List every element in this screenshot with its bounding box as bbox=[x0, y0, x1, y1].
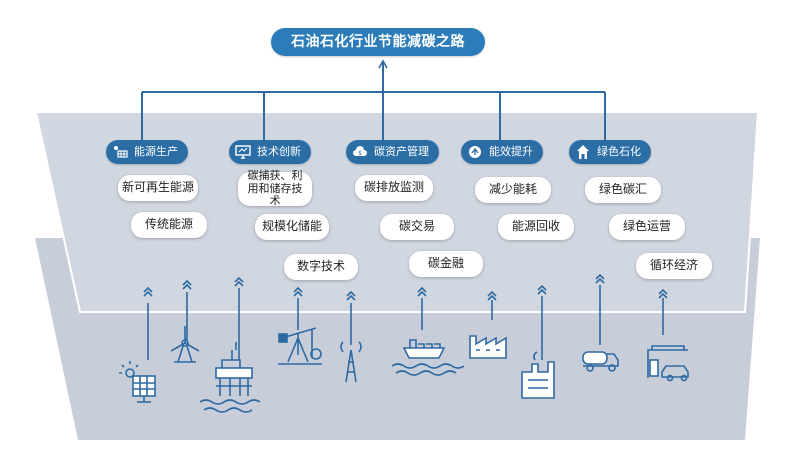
solar-panel-icon bbox=[114, 146, 128, 158]
arrow-up-icon bbox=[378, 59, 388, 69]
category-energy-production: 能源生产 bbox=[106, 140, 188, 164]
oil-derrick-icon bbox=[340, 341, 362, 383]
item-digital-tech: 数字技术 bbox=[284, 254, 358, 280]
tanker-ship-icon bbox=[402, 339, 446, 359]
category-tech-innovation: 技术创新 bbox=[229, 140, 311, 164]
gas-station-icon bbox=[647, 345, 689, 382]
solar-panel-icon bbox=[119, 361, 156, 403]
category-label: 能效提升 bbox=[489, 145, 533, 158]
item-large-scale-storage: 规模化储能 bbox=[255, 214, 329, 240]
item-traditional-energy: 传统能源 bbox=[131, 212, 207, 238]
wind-turbine-icon bbox=[170, 326, 200, 363]
category-green-petrochem: 绿色石化 bbox=[569, 140, 651, 164]
item-green-operations: 绿色运营 bbox=[609, 214, 685, 240]
category-label: 碳资产管理 bbox=[374, 145, 429, 158]
item-energy-recovery: 能源回收 bbox=[498, 214, 574, 240]
item-reduce-consumption: 减少能耗 bbox=[475, 177, 551, 203]
category-label: 能源生产 bbox=[134, 145, 178, 158]
wave-icon bbox=[199, 399, 261, 413]
item-new-renewable: 新可再生能源 bbox=[118, 175, 198, 201]
cloud-money-icon: $ bbox=[353, 146, 367, 157]
green-house-icon bbox=[577, 145, 589, 159]
factory-icon bbox=[469, 335, 507, 359]
category-carbon-asset: $ 碳资产管理 bbox=[346, 140, 439, 164]
offshore-platform-icon bbox=[215, 342, 253, 396]
item-carbon-trading: 碳交易 bbox=[380, 214, 454, 240]
category-label: 技术创新 bbox=[257, 145, 301, 158]
connector-lines bbox=[141, 62, 606, 140]
recycle-icon bbox=[469, 146, 481, 158]
item-carbon-finance: 碳金融 bbox=[409, 251, 483, 277]
pump-jack-icon bbox=[278, 327, 322, 365]
page-title: 石油石化行业节能减碳之路 bbox=[271, 28, 485, 56]
computer-monitor-icon bbox=[235, 145, 251, 159]
category-efficiency: 能效提升 bbox=[461, 140, 543, 164]
wave-icon bbox=[391, 363, 465, 376]
category-label: 绿色石化 bbox=[597, 145, 641, 158]
refinery-icon bbox=[521, 351, 555, 399]
svg-text:$: $ bbox=[358, 150, 362, 157]
item-emission-monitoring: 碳排放监测 bbox=[355, 175, 433, 201]
item-green-carbon-sink: 绿色碳汇 bbox=[585, 177, 661, 203]
item-ccus: 碳捕获、利用和储存技术 bbox=[238, 169, 312, 207]
indicator-beams bbox=[147, 285, 664, 360]
item-circular-economy: 循环经济 bbox=[636, 253, 712, 279]
tanker-truck-icon bbox=[582, 351, 619, 372]
